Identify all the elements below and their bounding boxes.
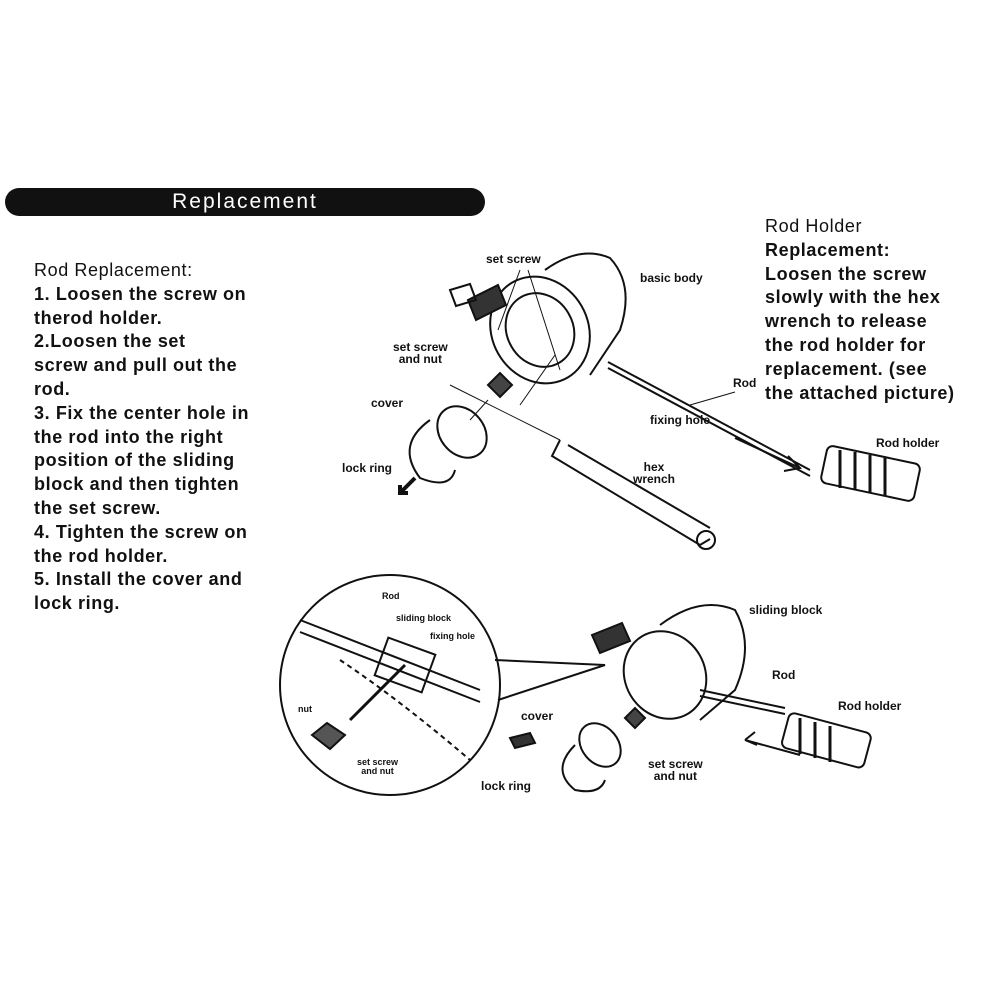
step-line: 3. Fix the center hole in (34, 402, 250, 423)
step-line: position of the sliding (34, 450, 235, 471)
label-rod-holder: Rod holder (838, 699, 902, 713)
step-line: therod holder. (34, 307, 163, 328)
step-line: the set screw. (34, 497, 161, 518)
heading: Rod Replacement: (34, 260, 193, 280)
step-line: the rod holder. (34, 545, 169, 566)
step-line: 2.Loosen the set (34, 331, 186, 352)
step-line: block and then tighten (34, 474, 240, 495)
label-hex-wrench: hex wrench (633, 460, 676, 486)
step-line: the rod holder for (765, 334, 926, 355)
step-line: replacement. (see (765, 358, 928, 379)
detail-label-fixing-hole: fixing hole (430, 631, 475, 641)
detail-label-rod: Rod (382, 591, 400, 601)
step-line: the attached picture) (765, 382, 955, 403)
label-cover: cover (371, 396, 404, 410)
label-rod: Rod (733, 376, 757, 390)
label-fixing-hole: fixing hole (650, 413, 710, 427)
detail-magnifier (279, 574, 606, 796)
rod-holder-drawing (820, 445, 921, 502)
label-set-screw-and-nut: set screw and nut (393, 340, 448, 366)
section-banner: Replacement (5, 188, 485, 216)
detail-label-sliding-block: sliding block (396, 613, 452, 623)
step-line: the rod into the right (34, 426, 224, 447)
step-line: lock ring. (34, 593, 121, 614)
arrow-icon (398, 476, 417, 495)
step-line: rod. (34, 378, 71, 399)
detail-label-nut: nut (298, 704, 312, 714)
label-basic-body: basic body (640, 271, 703, 285)
heading: Rod Holder (765, 216, 863, 236)
step-line: wrench to release (765, 311, 928, 332)
rod-replacement-instructions: Rod Replacement: 1. Loosen the screw on … (34, 259, 294, 616)
arrow-icon (734, 437, 803, 472)
label-sliding-block: sliding block (749, 603, 823, 617)
heading: Replacement: (765, 239, 891, 260)
step-line: 1. Loosen the screw on (34, 283, 247, 304)
label-rod: Rod (772, 668, 796, 682)
rod-holder-instructions: Rod Holder Replacement: Loosen the screw… (765, 215, 1000, 405)
label-set-screw-and-nut: set screw and nut (648, 757, 703, 783)
label-rod-holder: Rod holder (876, 436, 940, 450)
basic-body-drawing (448, 252, 627, 385)
label-lock-ring: lock ring (342, 461, 393, 475)
set-screw-nut-drawing (486, 371, 514, 399)
hex-wrench-drawing (550, 439, 716, 550)
detail-label-set-screw-and-nut: set screw and nut (357, 757, 399, 776)
step-line: slowly with the hex (765, 287, 941, 308)
bottom-assembly (508, 604, 872, 793)
label-set-screw: set screw (486, 252, 541, 266)
lock-ring-drawing (408, 419, 456, 484)
cover-drawing (436, 405, 488, 459)
label-lock-ring: lock ring (481, 779, 532, 793)
step-line: Loosen the screw (765, 263, 927, 284)
step-line: 4. Tighten the screw on (34, 521, 248, 542)
step-line: 5. Install the cover and (34, 569, 243, 590)
step-line: screw and pull out the (34, 355, 238, 376)
label-cover: cover (521, 709, 554, 723)
